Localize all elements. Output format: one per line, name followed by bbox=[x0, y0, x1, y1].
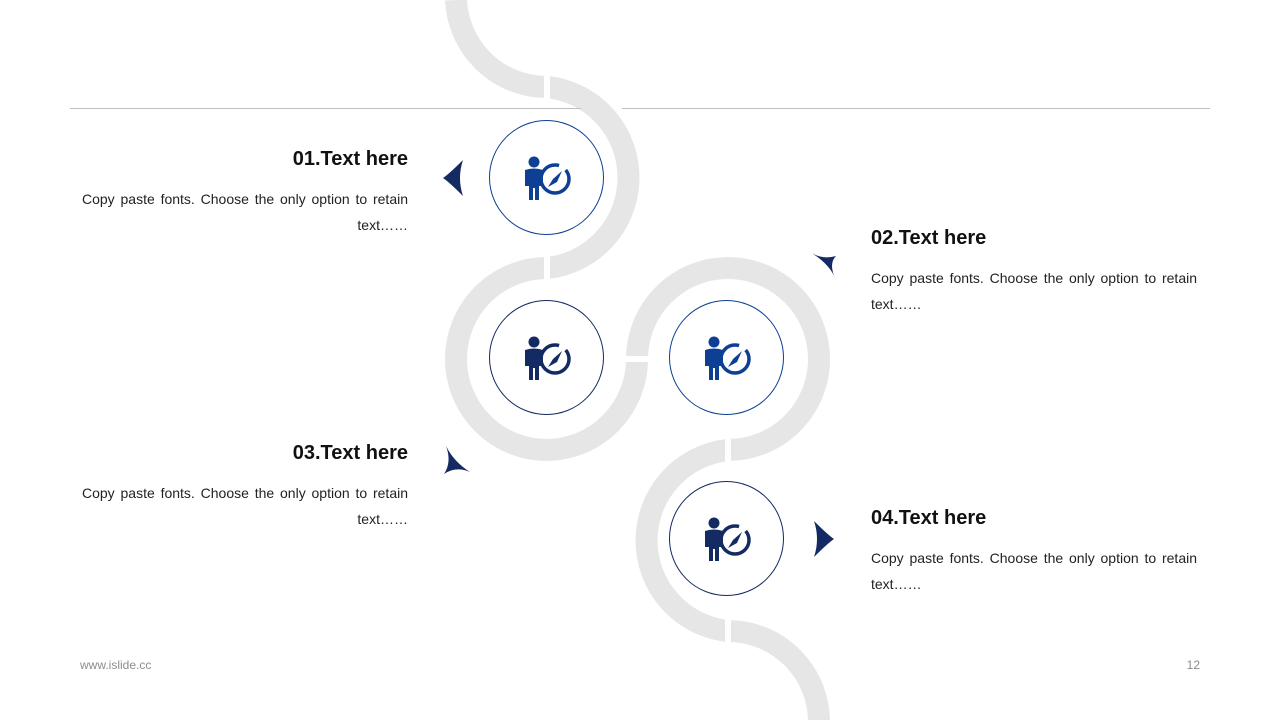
step-circle-2 bbox=[669, 300, 784, 415]
page-number: 12 bbox=[1186, 658, 1200, 672]
divider-line-left bbox=[70, 108, 581, 109]
step-block-2: 02.Text here Copy paste fonts. Choose th… bbox=[871, 226, 1197, 317]
divider-line-right bbox=[622, 108, 1210, 109]
step-description: Copy paste fonts. Choose the only option… bbox=[871, 265, 1197, 317]
businessman-compass-icon bbox=[704, 336, 751, 380]
description-line: text…… bbox=[357, 217, 408, 233]
step-description: Copy paste fonts. Choose the only option… bbox=[871, 545, 1197, 597]
description-line: text…… bbox=[871, 296, 922, 312]
footer-website: www.islide.cc bbox=[80, 658, 152, 672]
description-line: text…… bbox=[871, 576, 922, 592]
step-title: 01.Text here bbox=[292, 148, 408, 170]
step-description: Copy paste fonts. Choose the only option… bbox=[82, 186, 408, 238]
step-circle-1 bbox=[489, 120, 604, 235]
businessman-compass-icon bbox=[524, 336, 571, 380]
step-block-1: 01.Text here Copy paste fonts. Choose th… bbox=[82, 147, 408, 238]
step-circle-3 bbox=[489, 300, 604, 415]
pointer-arrow-3 bbox=[444, 446, 470, 474]
pointer-arrow-4 bbox=[814, 521, 834, 557]
pointer-arrow-2 bbox=[810, 252, 836, 280]
step-circle-4 bbox=[669, 481, 784, 596]
businessman-compass-icon bbox=[524, 156, 571, 200]
description-line: text…… bbox=[357, 511, 408, 527]
step-description: Copy paste fonts. Choose the only option… bbox=[82, 480, 408, 532]
step-block-3: 03.Text here Copy paste fonts. Choose th… bbox=[82, 441, 408, 532]
businessman-compass-icon bbox=[704, 517, 751, 561]
description-line: Copy paste fonts. Choose the only option… bbox=[82, 485, 408, 501]
pointer-arrow-1 bbox=[443, 160, 463, 196]
description-line: Copy paste fonts. Choose the only option… bbox=[871, 270, 1197, 286]
step-title: 04.Text here bbox=[871, 507, 987, 529]
step-title: 02.Text here bbox=[871, 227, 987, 249]
step-block-4: 04.Text here Copy paste fonts. Choose th… bbox=[871, 506, 1197, 597]
description-line: Copy paste fonts. Choose the only option… bbox=[82, 191, 408, 207]
description-line: Copy paste fonts. Choose the only option… bbox=[871, 550, 1197, 566]
step-title: 03.Text here bbox=[292, 442, 408, 464]
